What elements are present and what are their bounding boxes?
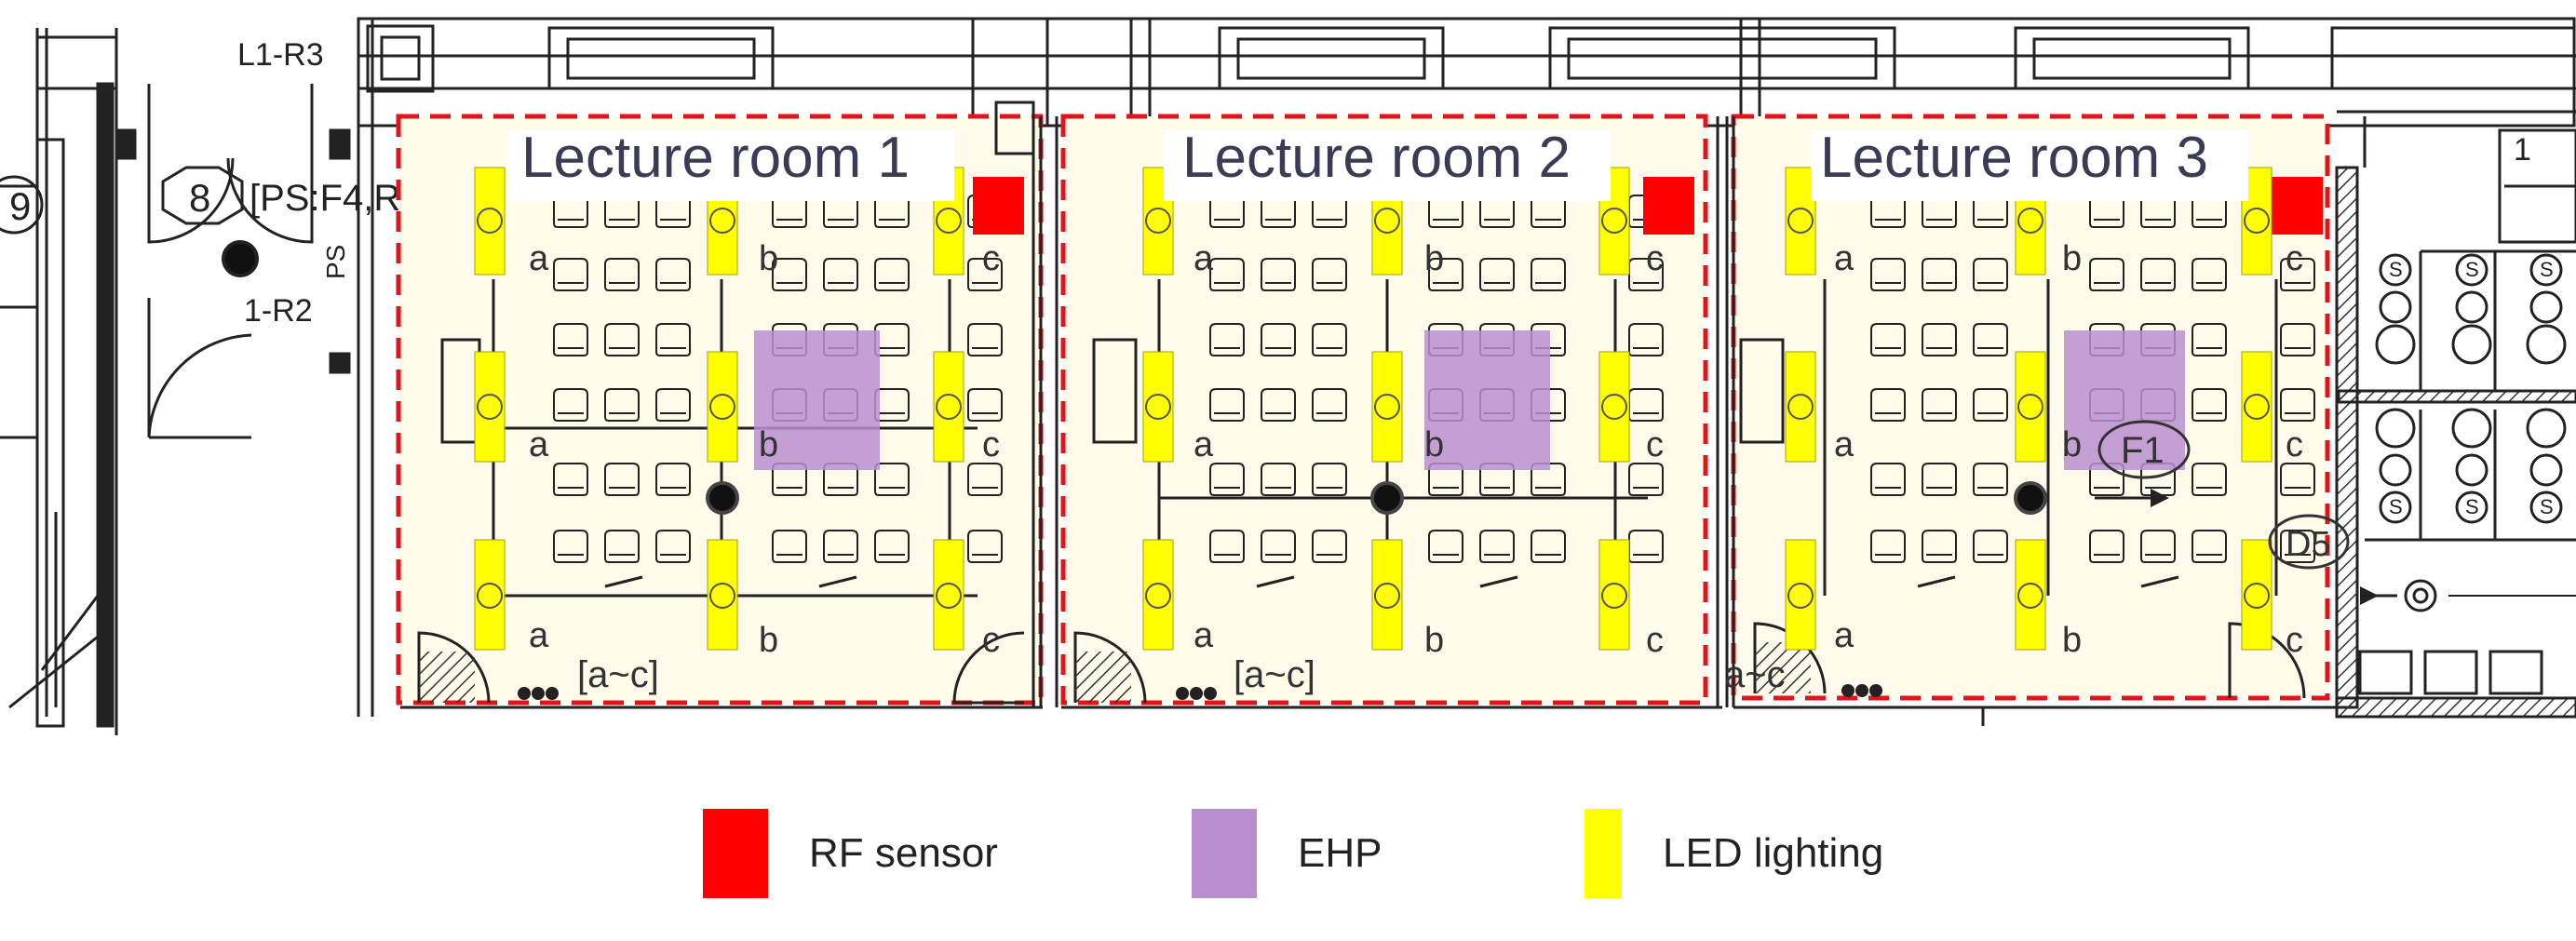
- room-2-diffuser-icon: [1370, 481, 1404, 515]
- room-2-boundary: [1060, 114, 1708, 706]
- room-2-title-bg: [1164, 130, 1611, 201]
- room-3-label-c-bottom: c: [2286, 621, 2303, 660]
- room-1-label-b-top: b: [759, 239, 778, 278]
- room-1-fixture-marks: [477, 208, 962, 609]
- number-tag-8: 8: [161, 166, 244, 225]
- room-2-label-c-bottom: c: [1646, 621, 1664, 660]
- corner-number-label: 1: [2514, 132, 2531, 168]
- room-2-title: Lecture room 2: [1182, 126, 1571, 190]
- room-1-led-lights: [474, 167, 964, 651]
- restroom-area: [2335, 110, 2576, 719]
- room-3-fixture-marks: [1787, 208, 2270, 609]
- room-3-title: Lecture room 3: [1820, 126, 2208, 190]
- room-3-switch-icon: [1841, 684, 1882, 697]
- arrow-icon: [2095, 489, 2169, 507]
- room-2-label-c-top: c: [1646, 239, 1664, 278]
- restroom-s-label-1: S: [2389, 258, 2403, 281]
- top-wall-windows: [357, 17, 2576, 717]
- room-1-ehp: [754, 330, 880, 470]
- legend-rf-sensor: RF sensor: [703, 802, 998, 905]
- room-1-label-a-bottom: a: [529, 616, 549, 655]
- legend-led-lighting: LED lighting: [1585, 802, 1883, 905]
- room-1-switch-icon: [518, 687, 559, 700]
- room-2-range-label: [a~c]: [1234, 654, 1315, 695]
- room-1-label-a-top: a: [529, 239, 549, 278]
- room-2-label-c-mid: c: [1646, 425, 1664, 464]
- legend-ehp-swatch: [1192, 809, 1257, 898]
- room-1-label-c-mid: c: [982, 425, 1000, 464]
- legend-led-lighting-swatch: [1585, 809, 1622, 898]
- room-2-label-b-bottom: b: [1424, 621, 1444, 660]
- room-2-label-a-bottom: a: [1194, 616, 1214, 655]
- room-1-label-c-bottom: c: [982, 621, 1000, 660]
- room-3-walls: [1732, 116, 2337, 726]
- lecture-room-2: Lecture room 2 a b c a b c a b c [a~c]: [1055, 114, 1729, 709]
- f1-tag: F1: [2097, 420, 2191, 479]
- room-3-range-label: a~c: [1724, 654, 1786, 695]
- restroom-fixtures: [2375, 253, 2567, 524]
- left-stairwell: [0, 28, 118, 735]
- room-2-switch-icon: [1176, 687, 1217, 700]
- room-2-label-b-top: b: [1424, 239, 1444, 278]
- restroom-s-label-5: S: [2465, 495, 2479, 518]
- room-1-title: Lecture room 1: [521, 126, 910, 190]
- room-2-label-b-mid: b: [1424, 425, 1444, 464]
- restroom-s-label-3: S: [2540, 258, 2554, 281]
- room-3-rf-sensor: [2272, 177, 2323, 235]
- room-2-fixture-marks: [1145, 208, 1627, 609]
- num-8-text: 8: [189, 176, 210, 220]
- legend-led-lighting-label: LED lighting: [1663, 830, 1884, 876]
- room-1-label-b-bottom: b: [759, 621, 778, 660]
- room-1-diffuser-icon: [706, 481, 739, 515]
- lecture-room-1: Lecture room 1 a b c a b c a b c [a~c]: [396, 101, 1044, 709]
- restroom-s-label-6: S: [2540, 495, 2554, 518]
- legend-rf-sensor-label: RF sensor: [809, 830, 998, 876]
- room-3-led-lights: [1785, 167, 2273, 651]
- room-3-label-a-top: a: [1834, 239, 1854, 278]
- room-1-label-b-mid: b: [759, 425, 778, 464]
- num-9-text: 9: [9, 184, 31, 228]
- room-3-label-c-mid: c: [2286, 425, 2303, 464]
- exit-arrow-icon: [2360, 579, 2576, 612]
- room-3-label-a-mid: a: [1834, 425, 1854, 464]
- legend-ehp-label: EHP: [1298, 830, 1382, 876]
- room-2-label-a-top: a: [1194, 239, 1214, 278]
- room-3-label-b-top: b: [2062, 239, 2082, 278]
- room-3-label-b-bottom: b: [2062, 621, 2082, 660]
- door-swings-left: [115, 84, 351, 439]
- f1-text: F1: [2121, 430, 2165, 471]
- l1r3-label: L1-R3: [237, 37, 324, 73]
- room-3-label-b-mid: b: [2062, 425, 2082, 464]
- room-1-label-a-mid: a: [529, 425, 549, 464]
- room-1-range-label: [a~c]: [577, 654, 659, 695]
- room-3-label-c-top: c: [2286, 239, 2303, 278]
- room-2-ehp: [1424, 330, 1550, 470]
- room-3-ehp: [2064, 330, 2185, 470]
- room-1-title-bg: [507, 130, 954, 201]
- restroom-s-label-4: S: [2389, 495, 2403, 518]
- lecture-room-3: F1 Lecture room 3 a b c a b c a b c a~c: [1724, 114, 2337, 726]
- d5-tag: D5: [2268, 514, 2350, 570]
- room-2-rf-sensor: [1643, 177, 1694, 235]
- room-1-label-c-top: c: [982, 239, 1000, 278]
- room-3-diffuser-icon: [2014, 481, 2047, 515]
- floor-drain-icon: [222, 240, 259, 277]
- room-3-label-a-bottom: a: [1834, 616, 1854, 655]
- d5-text: D5: [2286, 525, 2331, 564]
- room-3-title-bg: [1811, 130, 2248, 201]
- legend-rf-sensor-swatch: [703, 809, 768, 898]
- room-2-label-a-mid: a: [1194, 425, 1214, 464]
- restroom-s-label-2: S: [2465, 258, 2479, 281]
- one-r2-label: 1-R2: [244, 293, 313, 329]
- ps-label: PS: [321, 245, 350, 279]
- room-1-rf-sensor: [973, 177, 1024, 235]
- number-tag-9: 9: [0, 175, 44, 235]
- legend-ehp: EHP: [1192, 802, 1382, 905]
